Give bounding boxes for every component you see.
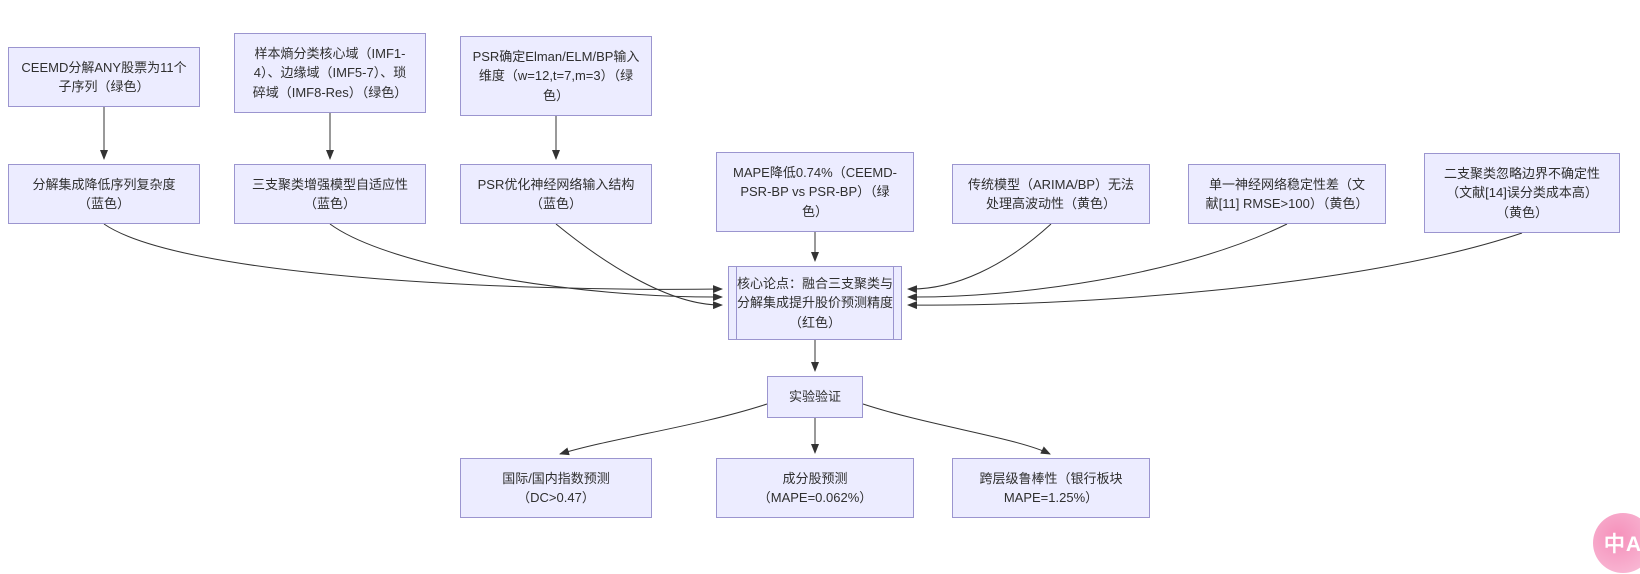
node-index-prediction: 国际/国内指数预测 （DC>0.47）: [460, 458, 652, 518]
node-decomposition-reduces-complexity: 分解集成降低序列复杂度 （蓝色）: [8, 164, 200, 224]
node-text-line: 碎域（IMF8-Res）（绿色）: [252, 84, 408, 100]
node-text-line: （蓝色）: [77, 196, 130, 211]
node-two-way-clustering-limitation: 二支聚类忽略边界不确定性 （文献[14]误分类成本高） （黄色）: [1424, 153, 1620, 233]
node-text-line: （蓝色）: [529, 196, 582, 211]
node-text-line: PSR-BP vs PSR-BP）（绿: [740, 184, 890, 200]
node-mape-improvement: MAPE降低0.74%（CEEMD- PSR-BP vs PSR-BP）（绿 色…: [716, 152, 914, 232]
node-text-line: MAPE降低0.74%（CEEMD-: [733, 164, 897, 180]
node-sample-entropy-classification: 样本熵分类核心域（IMF1- 4）、边缘域（IMF5-7）、琐 碎域（IMF8-…: [234, 33, 426, 113]
node-single-nn-instability: 单一神经网络稳定性差（文 献[11] RMSE>100）（黄色）: [1188, 164, 1386, 224]
node-text-line: 子序列（绿色）: [58, 79, 150, 94]
node-text-line: 4）、边缘域（IMF5-7）、琐: [253, 65, 407, 81]
node-text-line: （MAPE=0.062%）: [757, 490, 873, 505]
node-text-line: 分解集成提升股价预测精度: [736, 295, 893, 311]
node-text-line: 实验验证: [788, 389, 841, 405]
node-text-line: （红色）: [788, 314, 841, 330]
node-text-line: 二支聚类忽略边界不确定性: [1443, 165, 1600, 181]
node-text-line: 分解集成降低序列复杂度: [32, 176, 176, 192]
node-cross-level-robustness: 跨层级鲁棒性（银行板块 MAPE=1.25%）: [952, 458, 1150, 518]
node-text-line: PSR优化神经网络输入结构: [477, 176, 635, 192]
edge-b6-core: [907, 223, 1288, 302]
node-core-thesis: 核心论点：融合三支聚类与 分解集成提升股价预测精度 （红色）: [728, 266, 902, 340]
node-text-line: 样本熵分类核心域（IMF1-: [254, 45, 406, 61]
node-text-line: （DC>0.47）: [517, 490, 595, 505]
node-text-line: 献[11] RMSE>100）（黄色）: [1205, 196, 1369, 211]
node-traditional-model-limitation: 传统模型（ARIMA/BP）无法 处理高波动性（黄色）: [952, 164, 1150, 224]
node-text-line: 成分股预测: [782, 470, 848, 486]
node-ceemd-decomposition: CEEMD分解ANY股票为11个 子序列（绿色）: [8, 47, 200, 107]
edge-validation-e3: [862, 403, 1051, 455]
node-text-line: MAPE=1.25%）: [1003, 490, 1099, 505]
edge-b2-core: [329, 223, 723, 302]
translate-button[interactable]: 中A: [1593, 513, 1640, 573]
node-text-line: 维度（w=12,t=7,m=3）（绿: [478, 68, 634, 84]
node-text-line: CEEMD分解ANY股票为11个: [21, 59, 187, 75]
node-text-line: 色）: [801, 203, 828, 219]
node-text-line: （蓝色）: [303, 196, 356, 211]
node-text-line: （文献[14]误分类成本高）: [1446, 185, 1598, 201]
edge-b5-core: [907, 223, 1052, 294]
edge-b1-core: [103, 223, 723, 294]
node-experimental-validation: 实验验证: [767, 376, 863, 418]
edge-b3-core: [555, 223, 723, 310]
node-text-line: 核心论点：融合三支聚类与: [736, 275, 893, 291]
node-text-line: 传统模型（ARIMA/BP）无法: [967, 176, 1135, 192]
edge-b7-core: [907, 232, 1523, 310]
edge-validation-e1: [559, 403, 768, 456]
node-text-line: 国际/国内指数预测: [502, 470, 610, 486]
node-text-line: PSR确定Elman/ELM/BP输入: [472, 48, 640, 64]
node-text-line: 色）: [542, 87, 569, 103]
node-psr-optimizes-input-structure: PSR优化神经网络输入结构 （蓝色）: [460, 164, 652, 224]
translate-icon: 中A: [1603, 533, 1640, 556]
node-text-line: 跨层级鲁棒性（银行板块: [979, 470, 1123, 486]
node-constituent-stock-prediction: 成分股预测 （MAPE=0.062%）: [716, 458, 914, 518]
node-three-way-clustering-adaptivity: 三支聚类增强模型自适应性 （蓝色）: [234, 164, 426, 224]
node-text-line: （黄色）: [1495, 204, 1548, 220]
node-text-line: 处理高波动性（黄色）: [985, 196, 1116, 211]
node-psr-input-dimension: PSR确定Elman/ELM/BP输入 维度（w=12,t=7,m=3）（绿 色…: [460, 36, 652, 116]
node-text-line: 三支聚类增强模型自适应性: [251, 176, 408, 192]
node-text-line: 单一神经网络稳定性差（文: [1208, 176, 1365, 192]
